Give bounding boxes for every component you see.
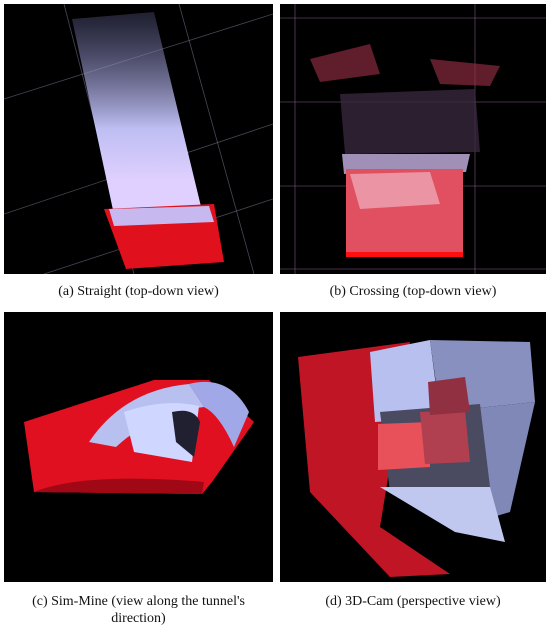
panel-d-image [280, 312, 546, 582]
panel-b-image [280, 4, 546, 274]
panel-a-image [4, 4, 273, 274]
caption-a: (a) Straight (top-down view) [58, 284, 219, 299]
straight-point-cloud [4, 4, 273, 274]
caption-d: (d) 3D-Cam (perspective view) [325, 594, 501, 609]
3d-cam-point-cloud [298, 340, 535, 577]
sim-mine-point-cloud [24, 380, 254, 494]
panel-c-image [4, 312, 273, 582]
caption-c: (c) Sim-Mine (view along the tunnel's di… [32, 594, 245, 626]
crossing-point-cloud [280, 4, 546, 274]
caption-b: (b) Crossing (top-down view) [329, 284, 497, 299]
